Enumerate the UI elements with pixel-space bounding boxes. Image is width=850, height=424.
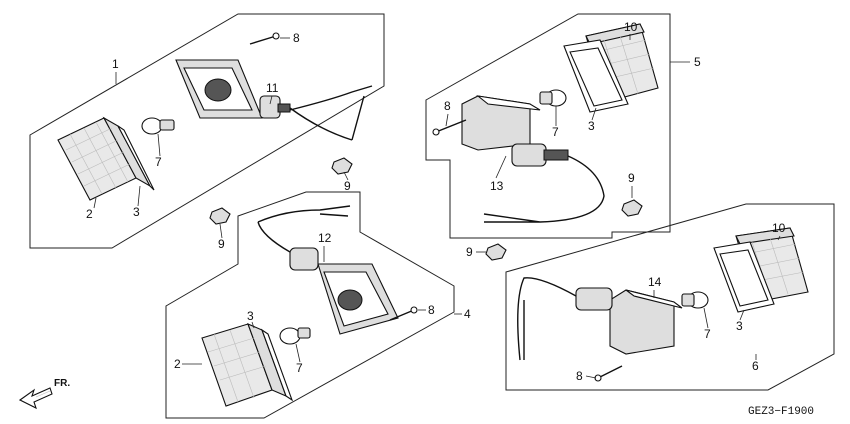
screw-8-b [389, 306, 418, 321]
callout-8-b: 8 [428, 303, 435, 317]
bulb-7-c [539, 89, 567, 107]
callout-10-d: 10 [772, 221, 786, 235]
screw-8-a [249, 32, 280, 45]
callout-14: 14 [648, 275, 662, 289]
wire-harness-a [289, 85, 373, 141]
bulb-7-b [279, 327, 311, 345]
assembly-boundary-c [425, 13, 671, 239]
callout-7: 7 [155, 155, 162, 169]
diagram-code: GEZ3−F1900 [748, 406, 814, 418]
direction-label: FR. [54, 378, 70, 389]
assembly-boundary-d [505, 203, 835, 391]
callout-9-d: 9 [466, 245, 473, 259]
assembly-boundary-a [29, 13, 385, 249]
callout-3-c: 3 [588, 119, 595, 133]
callout-2: 2 [86, 207, 93, 221]
callout-3-b: 3 [247, 309, 254, 323]
callout-6: 6 [752, 359, 759, 373]
assembly-rear-left-winker: 3 6 7 8 9 10 14 [466, 203, 835, 391]
assembly-rear-right-winker: 3 5 7 8 9 10 13 [425, 13, 701, 239]
callout-3-d: 3 [736, 319, 743, 333]
nut-9-a [331, 157, 353, 175]
housing-13-c [461, 95, 569, 167]
bulb-7-d [681, 291, 709, 309]
nut-9-d [485, 243, 507, 261]
assembly-boundary-b [165, 191, 455, 419]
callout-4: 4 [464, 307, 471, 321]
callout-7-c: 7 [552, 125, 559, 139]
callout-9-b: 9 [218, 237, 225, 251]
callout-3: 3 [133, 205, 140, 219]
lens-2-a [57, 116, 152, 201]
wire-harness-b [257, 205, 351, 253]
arrow-left-icon [18, 387, 53, 410]
assembly-front-right-winker: 1 2 3 7 8 9 11 [29, 13, 385, 249]
wire-harness-c [483, 155, 605, 223]
housing-12-b [289, 247, 399, 335]
callout-9-c: 9 [628, 171, 635, 185]
callout-8-c: 8 [444, 99, 451, 113]
nut-9-b [209, 207, 231, 225]
callout-12: 12 [318, 231, 332, 245]
bulb-7-a [141, 117, 175, 135]
lens-2-b [201, 322, 287, 407]
callout-7-b: 7 [296, 361, 303, 375]
gasket-3-a [117, 125, 155, 191]
housing-11-a [175, 59, 291, 119]
callout-5: 5 [694, 55, 701, 69]
callout-11: 11 [266, 81, 279, 95]
wire-harness-d [517, 277, 577, 361]
front-direction-arrow: FR. [18, 378, 70, 410]
callout-10: 10 [624, 20, 638, 34]
callout-1: 1 [112, 57, 119, 71]
callout-8-d: 8 [576, 369, 583, 383]
nut-9-c [621, 199, 643, 217]
housing-14-d [575, 287, 683, 355]
assembly-front-left-winker: 2 3 4 7 8 9 12 [165, 191, 471, 419]
screw-8-c [432, 119, 467, 136]
callout-2-b: 2 [174, 357, 181, 371]
callout-9: 9 [344, 179, 351, 193]
callout-8: 8 [293, 31, 300, 45]
screw-8-d [594, 365, 623, 382]
gasket-3-b [260, 328, 294, 402]
callout-13: 13 [490, 179, 504, 193]
callout-7-d: 7 [704, 327, 711, 341]
